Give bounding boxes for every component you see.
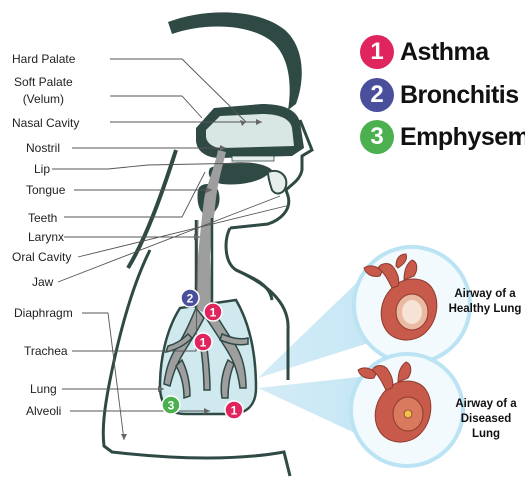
label-soft-palate-line2: (Velum) [14, 92, 73, 106]
back-of-head [128, 150, 176, 268]
label-trachea: Trachea [24, 344, 68, 358]
label-teeth: Teeth [28, 211, 57, 225]
legend-item-bronchitis: 2 Bronchitis [360, 75, 519, 115]
label-nostril: Nostril [26, 141, 60, 155]
label-alveoli: Alveoli [26, 404, 61, 418]
marker-asthma-lower-label: 1 [231, 404, 238, 418]
legend-item-asthma: 1 Asthma [360, 32, 489, 72]
marker-asthma-lower: 1 [225, 401, 243, 419]
label-lip: Lip [34, 162, 50, 176]
upper-teeth [232, 156, 274, 161]
legend-label-bronchitis: Bronchitis [400, 81, 519, 110]
label-soft-palate: Soft Palate (Velum) [14, 75, 73, 106]
nasal-cavity-inner [206, 114, 294, 148]
lips-shape [268, 171, 286, 194]
legend-label-emphysema: Emphysema [400, 123, 525, 152]
caption-diseased-line2: Diseased Lung [448, 412, 524, 442]
label-jaw: Jaw [32, 275, 53, 289]
neck-front [226, 228, 272, 300]
caption-diseased-line1: Airway of a [448, 397, 524, 412]
label-soft-palate-line1: Soft Palate [14, 75, 73, 89]
marker-asthma-upper-label: 1 [210, 306, 217, 320]
marker-asthma-center-label: 1 [200, 336, 207, 350]
legend-label-asthma: Asthma [400, 38, 489, 67]
marker-bronchitis: 2 [181, 289, 199, 307]
label-hard-palate: Hard Palate [12, 52, 75, 66]
label-nasal-cavity: Nasal Cavity [12, 116, 79, 130]
legend-badge-bronchitis: 2 [360, 78, 394, 112]
skull-outline [168, 12, 302, 110]
marker-asthma-upper: 1 [204, 303, 222, 321]
label-diaphragm: Diaphragm [14, 306, 73, 320]
caption-healthy-lung: Airway of a Healthy Lung [448, 287, 522, 317]
label-lung: Lung [30, 382, 57, 396]
caption-healthy-line2: Healthy Lung [448, 302, 522, 317]
label-oral-cavity: Oral Cavity [12, 250, 71, 264]
caption-healthy-line1: Airway of a [448, 287, 522, 302]
legend-badge-asthma: 1 [360, 35, 394, 69]
label-larynx: Larynx [28, 230, 64, 244]
marker-emphysema-label: 3 [168, 399, 175, 413]
marker-bronchitis-label: 2 [187, 292, 194, 306]
marker-asthma-center: 1 [194, 333, 212, 351]
caption-diseased-lung: Airway of a Diseased Lung [448, 397, 524, 442]
legend-item-emphysema: 3 Emphysema [360, 117, 525, 157]
marker-emphysema: 3 [162, 396, 180, 414]
label-tongue: Tongue [26, 183, 65, 197]
legend-badge-emphysema: 3 [360, 120, 394, 154]
